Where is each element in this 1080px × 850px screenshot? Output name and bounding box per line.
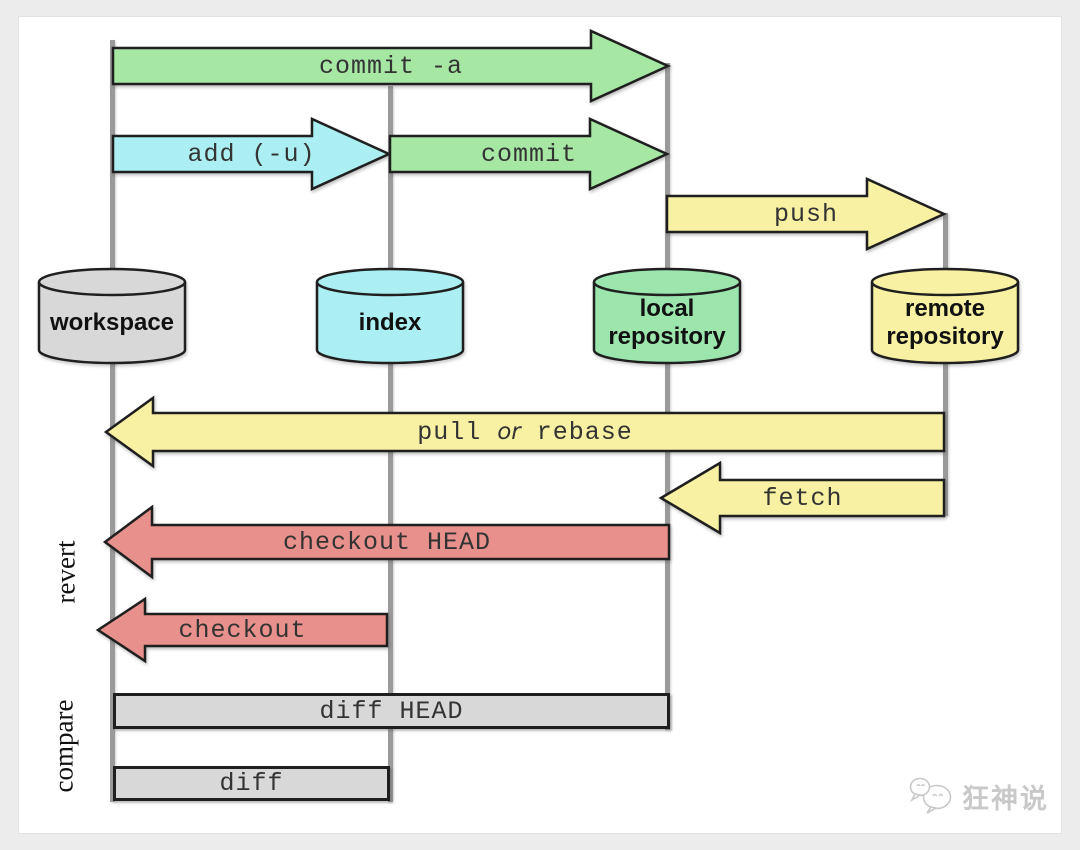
remote-repository-lifeline bbox=[943, 213, 948, 516]
workspace-lifeline bbox=[110, 40, 115, 802]
cylinder-label-line1: local bbox=[639, 294, 695, 322]
database-cylinder-shape bbox=[315, 267, 465, 365]
database-cylinder-shape bbox=[592, 267, 742, 365]
side-label-revert: revert bbox=[50, 540, 81, 604]
arrow-label: commit -a bbox=[318, 51, 464, 81]
arrow-checkout-head: checkout HEAD bbox=[102, 504, 671, 580]
arrow-add-u: add (-u) bbox=[111, 117, 393, 191]
bar-diff-head: diff HEAD bbox=[113, 693, 670, 729]
watermark-text: 狂神说 bbox=[962, 783, 1049, 814]
cylinder-label: workspace bbox=[49, 308, 175, 336]
arrow-pull-or-rebase: pull or rebase bbox=[103, 395, 946, 469]
arrow-push: push bbox=[665, 177, 948, 251]
arrow-fetch: fetch bbox=[658, 460, 946, 536]
bar-diff: diff bbox=[113, 766, 390, 801]
right-arrow-shape bbox=[111, 117, 393, 191]
arrow-label: fetch bbox=[762, 483, 843, 513]
cylinder-label-line1: remote bbox=[904, 294, 986, 322]
local-repository-lifeline bbox=[665, 63, 670, 730]
pull-word: pull bbox=[417, 417, 482, 447]
cylinder-label-line2: repository bbox=[608, 322, 726, 350]
arrow-label: pull or rebase bbox=[105, 395, 945, 469]
arrow-label: checkout bbox=[178, 615, 307, 645]
side-label-compare: compare bbox=[48, 699, 79, 793]
arrow-checkout: checkout bbox=[95, 596, 389, 664]
cylinder-local-repository: local repository bbox=[592, 267, 742, 365]
cylinder-label: index bbox=[358, 308, 422, 336]
cylinder-label-line2: repository bbox=[886, 322, 1004, 350]
arrow-label: add (-u) bbox=[187, 139, 316, 169]
arrow-commit-a: commit -a bbox=[111, 29, 672, 103]
left-arrow-shape bbox=[658, 460, 946, 536]
left-arrow-shape bbox=[102, 504, 671, 580]
database-cylinder-shape bbox=[870, 267, 1020, 365]
right-arrow-shape bbox=[388, 117, 671, 191]
left-arrow-shape bbox=[103, 395, 946, 469]
wechat-bubbles-icon bbox=[909, 777, 952, 814]
watermark: 狂神说 bbox=[908, 770, 1068, 822]
database-cylinder-shape bbox=[37, 267, 187, 365]
or-word: or bbox=[497, 419, 521, 445]
cylinder-index: index bbox=[315, 267, 465, 365]
left-arrow-shape bbox=[95, 596, 389, 664]
arrow-commit: commit bbox=[388, 117, 671, 191]
bar-label: diff HEAD bbox=[319, 696, 464, 726]
right-arrow-shape bbox=[665, 177, 948, 251]
arrow-label: push bbox=[773, 199, 838, 229]
right-arrow-shape bbox=[111, 29, 672, 103]
arrow-label: checkout HEAD bbox=[282, 527, 492, 557]
bar-label: diff bbox=[219, 769, 284, 798]
cylinder-remote-repository: remote repository bbox=[870, 267, 1020, 365]
arrow-label: commit bbox=[480, 139, 577, 169]
rebase-word: rebase bbox=[536, 417, 633, 447]
cylinder-workspace: workspace bbox=[37, 267, 187, 365]
